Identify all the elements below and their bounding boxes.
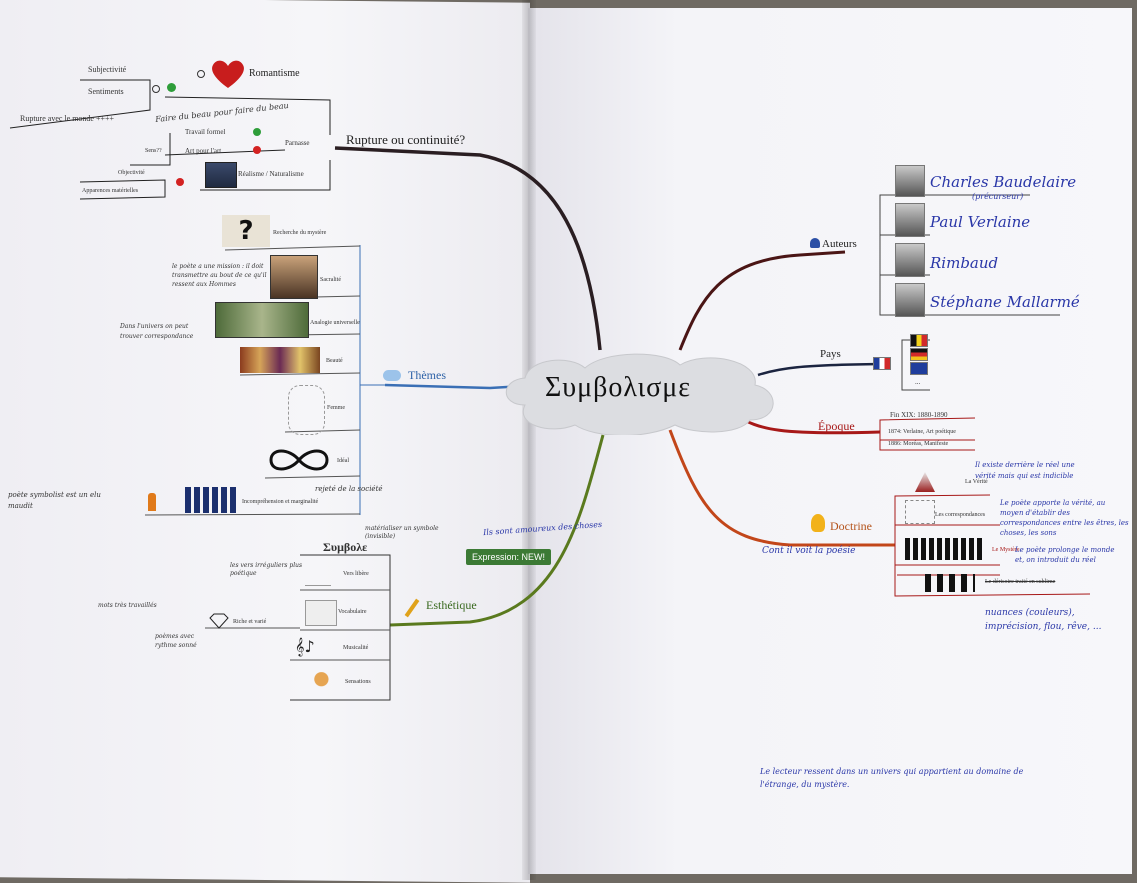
cross-icon <box>253 146 261 154</box>
pays-other: ... <box>915 378 921 386</box>
senses-icon <box>292 668 334 696</box>
note-vers: les vers irréguliers plus poétique <box>230 562 303 577</box>
figure-sketch-icon <box>288 385 325 435</box>
theme-item: Incompréhension et marginalité <box>242 499 319 505</box>
branch-doctrine-label: Doctrine <box>830 519 872 533</box>
branch-auteurs-label: Auteurs <box>822 238 857 250</box>
theme-item: Femme <box>327 405 345 411</box>
travail-formel-label: Travail formel <box>185 128 226 136</box>
infinity-icon <box>269 449 329 471</box>
author-portrait <box>895 243 925 277</box>
subjectivite-label: Subjectivité <box>88 65 127 74</box>
flag-belgium-icon <box>910 334 928 347</box>
baudelaire-note: (précurseur) <box>972 192 1024 201</box>
bottles-icon <box>240 347 320 373</box>
right-page <box>528 8 1132 874</box>
sketch-icon <box>905 500 935 524</box>
riche-label: Riche et varié <box>233 619 267 625</box>
branch-esthetique-label: Esthétique <box>426 598 477 612</box>
author-name: Paul Verlaine <box>930 213 1031 231</box>
note-sublime: nuances (couleurs), imprécision, flou, r… <box>985 608 1102 632</box>
doctrine-item: La Vérité <box>965 479 988 485</box>
theme-item: Sacralité <box>320 277 341 283</box>
author-portrait <box>895 165 925 197</box>
note-mystere: Le poète prolonge le monde et, on introd… <box>1015 546 1115 564</box>
portrait-icon <box>270 255 318 299</box>
author-name: Charles Baudelaire <box>930 173 1077 191</box>
flag-germany-icon <box>910 348 928 361</box>
note-rythme: poèmes avec rythme sonné <box>155 633 197 649</box>
lightbulb-icon <box>811 514 825 532</box>
person-icon <box>148 493 156 511</box>
objectivite-label: Objectivité <box>118 170 145 176</box>
flag-uk-icon <box>910 362 928 375</box>
flag-france-icon <box>873 357 891 370</box>
branch-pays-label: Pays <box>820 348 841 360</box>
symbole-title: Συμβολε <box>323 540 368 554</box>
note-bottom: Le lecteur ressent dans un univers qui a… <box>760 767 1024 789</box>
apparences-label: Apparences matérielles <box>82 188 139 194</box>
note-verite: Il existe derrière le réel une vérité ma… <box>975 461 1075 480</box>
theme-item: Idéal <box>337 458 349 464</box>
realisme-label: Réalisme / Naturalisme <box>238 170 304 178</box>
epoque-event: 1886: Moréas, Manifeste <box>888 441 949 447</box>
sentiments-label: Sentiments <box>88 87 124 96</box>
note-riche: mots très travaillés <box>98 602 157 609</box>
symbole-note: matérialiser un symbole (invisible) <box>365 525 439 540</box>
esthetique-item: Vers libère <box>343 571 369 577</box>
doctrine-item: Les correspondances <box>935 512 986 518</box>
theme-item: Beauté <box>326 358 343 364</box>
center-cloud <box>505 353 774 435</box>
diamond-icon <box>209 613 229 629</box>
user-icon <box>810 238 820 248</box>
branch-themes-label: Thèmes <box>408 368 446 382</box>
speech-bubble-icon <box>383 370 401 381</box>
page-fold <box>522 0 536 880</box>
doctrine-item: Le Mystère <box>992 547 1020 553</box>
note-marginal: poète symbolist est un elu maudit <box>8 491 101 510</box>
rupture-monde-label: Rupture avec le monde ++++ <box>20 114 115 123</box>
painting-icon <box>205 162 237 188</box>
crowd-icon <box>185 487 237 513</box>
note-poete: le poète a une mission : il doit transme… <box>172 263 267 288</box>
author-portrait <box>895 203 925 237</box>
author-portrait <box>895 283 925 317</box>
ring-icon <box>152 85 160 93</box>
author-name: Stéphane Mallarmé <box>930 293 1080 311</box>
note-societe: rejeté de la société <box>315 485 383 493</box>
parnasse-label: Parnasse <box>285 139 310 147</box>
cross-icon <box>176 178 184 186</box>
expression-tag: Expression: NEW! <box>466 549 552 565</box>
doctrine-item: Le dérisoire traité en sublime <box>985 579 1056 585</box>
romantisme-label: Romantisme <box>249 68 300 79</box>
birds-icon <box>925 574 975 592</box>
author-name: Rimbaud <box>930 254 999 272</box>
branch-epoque-label: Époque <box>818 419 855 433</box>
quill-icon <box>305 565 331 586</box>
center-title: Συμβολισμε <box>545 372 692 403</box>
esthetique-item: Musicalité <box>343 645 369 651</box>
sens-label: Sens?? <box>145 148 162 154</box>
branch-rupture-label: Rupture ou continuité? <box>346 132 466 147</box>
note-doctrine: Cont il voit la poésie <box>762 546 856 556</box>
heart-icon <box>212 60 244 88</box>
check-icon <box>253 128 261 136</box>
theme-item: Analogie universelle <box>310 320 360 326</box>
theme-item: Recherche du mystère <box>273 230 327 236</box>
note-corresp: Le poète apporte la vérité, au moyen d'é… <box>1000 499 1129 537</box>
book-icon <box>305 600 337 626</box>
epoque-range: Fin XIX: 1880-1890 <box>890 411 948 419</box>
painting-icon <box>215 302 309 338</box>
question-mark-icon: ? <box>222 215 270 247</box>
epoque-event: 1874: Verlaine, Art poétique <box>888 429 956 435</box>
esthetique-item: Vocabulaire <box>338 609 367 615</box>
note-analogie: Dans l'univers on peut trouver correspon… <box>120 323 194 340</box>
check-icon <box>167 83 176 92</box>
silhouette-icon <box>905 538 985 560</box>
art-pour-art-label: Art pour l'art <box>185 147 222 155</box>
music-notes-icon: 𝄞♪ <box>295 637 315 656</box>
ring-icon <box>197 70 205 78</box>
esthetique-item: Sensations <box>345 679 371 685</box>
